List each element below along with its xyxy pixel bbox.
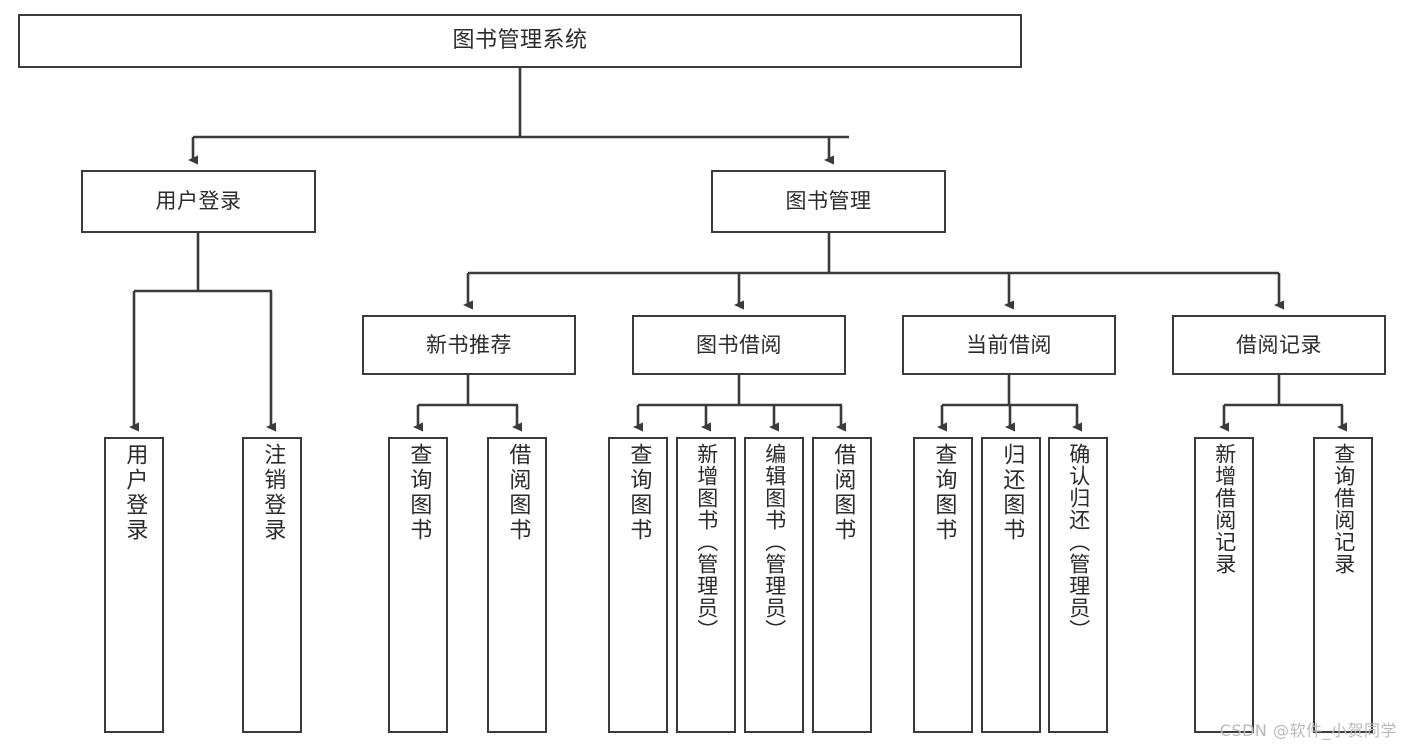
node-label: 编辑图书（管理员） [762, 443, 787, 641]
node-label: 图书管理系统 [452, 28, 588, 54]
node-label: 用户登录 [122, 443, 148, 543]
node-label: 注销登录 [260, 443, 286, 543]
node-user-login[interactable]: 用户登录 [81, 170, 316, 233]
node-leaf-user-login[interactable]: 用户登录 [104, 437, 164, 733]
node-label: 图书借阅 [696, 332, 782, 357]
node-label: 借阅图书 [830, 443, 856, 543]
node-root-system[interactable]: 图书管理系统 [18, 14, 1022, 68]
node-book-management[interactable]: 图书管理 [711, 170, 946, 233]
node-leaf-borrow-book-1[interactable]: 借阅图书 [487, 437, 547, 733]
node-label: 借阅图书 [505, 443, 531, 543]
node-leaf-edit-book[interactable]: 编辑图书（管理员） [744, 437, 804, 733]
node-label: 用户登录 [155, 189, 242, 214]
node-label: 查询图书 [626, 443, 652, 543]
node-current-borrow[interactable]: 当前借阅 [902, 315, 1116, 375]
node-borrow-record[interactable]: 借阅记录 [1172, 315, 1386, 375]
node-leaf-query-book-2[interactable]: 查询图书 [608, 437, 668, 733]
node-leaf-query-book-3[interactable]: 查询图书 [913, 437, 973, 733]
node-leaf-query-book-1[interactable]: 查询图书 [388, 437, 448, 733]
csdn-watermark: CSDN @软件_小贺同学 [1219, 721, 1397, 740]
node-leaf-add-borrow-record[interactable]: 新增借阅记录 [1194, 437, 1254, 733]
node-label: 新增借阅记录 [1212, 443, 1237, 575]
node-new-book-recommend[interactable]: 新书推荐 [362, 315, 576, 375]
node-leaf-confirm-return[interactable]: 确认归还（管理员） [1048, 437, 1108, 733]
node-label: 查询图书 [931, 443, 957, 543]
node-label: 查询图书 [406, 443, 432, 543]
node-leaf-add-book[interactable]: 新增图书（管理员） [676, 437, 736, 733]
node-label: 新增图书（管理员） [694, 443, 719, 641]
node-leaf-query-borrow-record[interactable]: 查询借阅记录 [1313, 437, 1373, 733]
node-label: 查询借阅记录 [1331, 443, 1356, 575]
node-leaf-logout-login[interactable]: 注销登录 [242, 437, 302, 733]
node-label: 图书管理 [785, 189, 872, 214]
node-label: 归还图书 [999, 443, 1025, 543]
node-leaf-return-book[interactable]: 归还图书 [981, 437, 1041, 733]
node-leaf-borrow-book-2[interactable]: 借阅图书 [812, 437, 872, 733]
node-label: 新书推荐 [426, 332, 512, 357]
node-label: 确认归还（管理员） [1066, 443, 1091, 641]
node-book-borrow[interactable]: 图书借阅 [632, 315, 846, 375]
node-label: 借阅记录 [1236, 332, 1322, 357]
node-label: 当前借阅 [966, 332, 1052, 357]
